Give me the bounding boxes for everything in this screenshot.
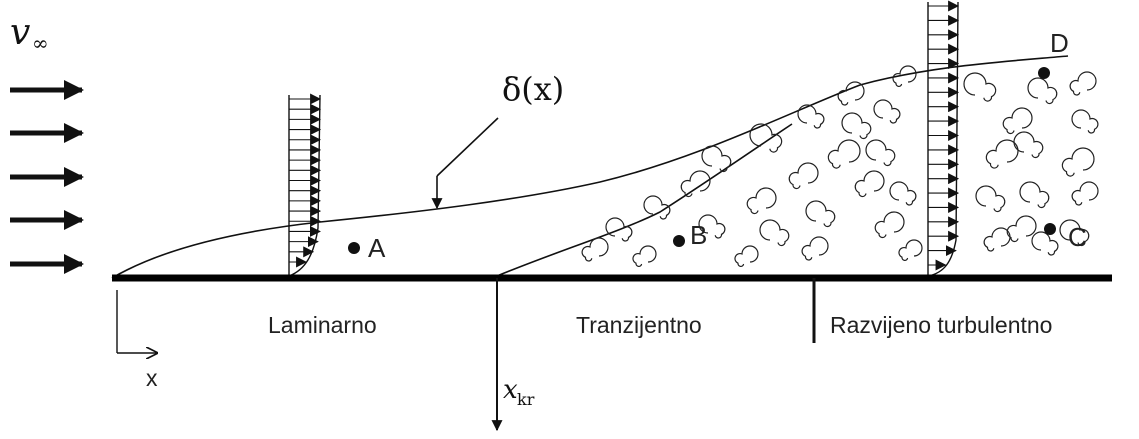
region-label-laminar: Laminarno [268, 312, 377, 338]
eddy-swirl [975, 185, 1006, 213]
freestream-velocity-label: v [10, 12, 30, 53]
critical-position-symbol: x [503, 375, 518, 405]
eddy-swirl [801, 236, 829, 261]
eddy-swirl [701, 145, 732, 173]
eddy-swirl [746, 187, 777, 215]
eddy-swirl [985, 139, 1019, 169]
eddy-swirl [865, 139, 896, 167]
eddy-swirl [854, 170, 885, 198]
eddy-swirl [1027, 77, 1058, 105]
eddy-swirl [1031, 231, 1059, 256]
eddy-swirl [1002, 107, 1033, 135]
point-d-marker [1038, 67, 1050, 79]
eddy-swirl [963, 72, 997, 102]
eddy-swirl [1071, 109, 1099, 134]
delta-label: δ(x) [502, 70, 564, 108]
point-d-label: D [1050, 28, 1069, 58]
critical-position-subscript: kr [517, 390, 535, 409]
eddy-swirl [873, 99, 901, 124]
eddy-swirl [759, 219, 790, 247]
eddy-swirl [680, 170, 711, 198]
eddy-swirl [734, 245, 759, 268]
turbulent-velocity-profile [927, 0, 960, 277]
eddy-swirl [1061, 147, 1095, 177]
eddy-swirl [892, 65, 917, 88]
eddy-swirl [983, 227, 1011, 252]
laminar-velocity-profile [288, 93, 322, 277]
region-label-transitional: Tranzijentno [576, 312, 702, 338]
transition-onset-curve [496, 123, 793, 277]
delta-leader-arrow [436, 117, 499, 177]
eddy-swirl [581, 237, 609, 262]
point-b-marker [673, 235, 685, 247]
point-a-label: A [368, 233, 386, 263]
eddy-swirl [898, 239, 923, 262]
eddy-swirl [1069, 71, 1097, 96]
eddy-swirl [788, 162, 819, 190]
eddy-swirl [1071, 181, 1099, 206]
turbulent-eddies [581, 65, 1099, 268]
eddy-swirl [837, 81, 865, 106]
eddy-swirl [1059, 219, 1090, 247]
eddy-swirl [605, 217, 633, 242]
eddy-swirl [1006, 215, 1037, 243]
eddy-swirl [1019, 181, 1050, 209]
eddy-swirl [889, 181, 917, 206]
freestream-arrows [10, 80, 84, 274]
point-c-label: C [1068, 222, 1087, 252]
eddy-swirl [632, 245, 657, 268]
eddy-swirl [749, 123, 783, 153]
eddy-swirl [874, 211, 905, 239]
eddy-swirl [797, 104, 825, 129]
point-b-label: B [690, 220, 707, 250]
eddy-swirl [805, 200, 836, 228]
point-c-marker [1044, 223, 1056, 235]
eddy-swirl [841, 112, 872, 140]
eddy-swirl [1013, 131, 1044, 159]
eddy-swirl [698, 214, 726, 239]
x-axis-label: x [146, 365, 158, 391]
freestream-velocity-subscript: ∞ [32, 31, 49, 55]
eddy-swirl [643, 195, 671, 220]
region-label-turbulent: Razvijeno turbulentno [830, 312, 1052, 338]
eddy-swirl [827, 139, 861, 169]
point-a-marker [348, 242, 360, 254]
x-axis-indicator [116, 290, 157, 353]
